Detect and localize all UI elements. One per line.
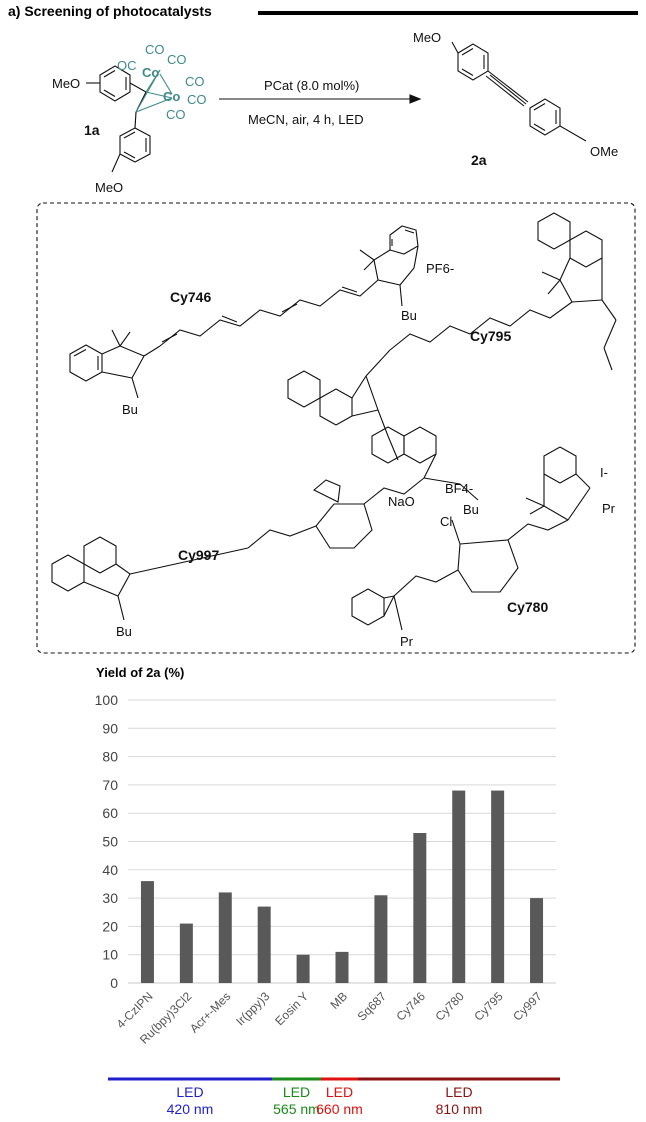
y-tick-label: 50 <box>102 834 118 850</box>
y-tick-label: 10 <box>102 947 118 963</box>
cy746-label: Cy746 <box>170 289 211 305</box>
gridlines <box>128 699 556 984</box>
bars <box>140 790 544 983</box>
bar-eosin-y <box>296 954 310 983</box>
led-band-wavelength: 810 nm <box>436 1101 483 1117</box>
x-tick-label: Cy780 <box>432 989 467 1024</box>
bar-4-czipn <box>140 881 154 983</box>
cy746-counterion: PF6- <box>426 261 454 276</box>
reactant-upper-ring <box>86 65 147 102</box>
y-tick-label: 60 <box>102 805 118 821</box>
led-band-wavelength: 565 nm <box>273 1101 320 1117</box>
led-band-label: LED <box>176 1084 203 1100</box>
bar-ru-bpy-3cl2 <box>179 923 193 983</box>
x-tick-label: Cy795 <box>471 989 506 1024</box>
led-band-wavelength: 660 nm <box>316 1101 363 1117</box>
led-band-label: LED <box>326 1084 353 1100</box>
cy795-nao: NaO <box>388 494 415 509</box>
cobalt-atom-1: Co <box>142 65 159 80</box>
x-tick-label: Cy746 <box>394 989 429 1024</box>
y-tick-label: 40 <box>102 862 118 878</box>
reactant-meo-top: MeO <box>52 76 80 91</box>
product-label: 2a <box>471 152 487 168</box>
x-tick-label: Eosin Y <box>272 989 311 1028</box>
cy997-bu-1: Bu <box>463 502 479 517</box>
y-tick-label: 80 <box>102 749 118 765</box>
cy795-structure <box>287 212 617 461</box>
reaction-arrow <box>219 94 422 104</box>
x-tick-label: Acr+-Mes <box>187 989 233 1035</box>
led-band-wavelength: 420 nm <box>167 1101 214 1117</box>
product-ome: OMe <box>590 144 618 159</box>
led-band-label: LED <box>283 1084 310 1100</box>
cy997-label: Cy997 <box>178 547 219 563</box>
co-ligand-4: CO <box>187 92 207 107</box>
product-structure <box>451 41 587 142</box>
y-tick-label: 0 <box>110 975 118 991</box>
y-tick-label: 90 <box>102 720 118 736</box>
co-ligand-2: CO <box>167 52 187 67</box>
cy997-counterion: BF4- <box>445 481 473 496</box>
cy997-structure <box>51 426 479 621</box>
x-tick-label: Sq687 <box>355 989 390 1024</box>
bar-mb <box>335 951 349 983</box>
co-ligand-1: CO <box>145 42 165 57</box>
led-band-label: LED <box>445 1084 472 1100</box>
cy746-structure <box>69 225 419 399</box>
x-tick-label: Ir(ppy)3 <box>233 989 272 1028</box>
x-tick-label: MB <box>327 989 350 1012</box>
y-tick-label: 100 <box>95 692 119 708</box>
reactant-lower-ring <box>111 111 151 173</box>
cy997-bu-2: Bu <box>116 624 132 639</box>
reactant-label: 1a <box>84 122 100 138</box>
bar-cy780 <box>452 790 466 983</box>
x-tick-label: Ru(bpy)3Cl2 <box>137 989 195 1047</box>
co-ligand-oc: OC <box>117 58 137 73</box>
product-meo: MeO <box>413 30 441 45</box>
cy746-bu-2: Bu <box>122 402 138 417</box>
cy780-pr-1: Pr <box>602 501 616 516</box>
cy780-counterion: I- <box>600 465 608 480</box>
bar-acr-mes <box>218 892 232 983</box>
bar-cy795 <box>491 790 505 983</box>
cy780-pr-2: Pr <box>400 634 414 649</box>
cy780-label: Cy780 <box>507 599 548 615</box>
catalyst-box <box>36 202 636 654</box>
cy780-structure <box>351 446 591 631</box>
y-tick-labels: 0 10 20 30 40 50 60 70 80 90 100 <box>95 692 119 991</box>
conditions-top: PCat (8.0 mol%) <box>264 78 359 93</box>
y-tick-label: 20 <box>102 918 118 934</box>
cy746-bu-1: Bu <box>401 308 417 323</box>
conditions-bottom: MeCN, air, 4 h, LED <box>248 112 364 127</box>
bar-cy997 <box>530 898 544 983</box>
y-tick-label: 70 <box>102 777 118 793</box>
co-ligand-3: CO <box>185 74 205 89</box>
bar-cy746 <box>413 833 427 983</box>
cy795-label: Cy795 <box>470 328 511 344</box>
x-tick-label: 4-CzIPN <box>114 989 156 1031</box>
reaction-scheme: MeO OC CO CO Co Co CO CO CO MeO 1a PCat … <box>36 30 636 654</box>
title-rule <box>258 11 638 15</box>
bar-ir-ppy-3 <box>257 906 271 983</box>
cobalt-cluster <box>135 69 173 113</box>
y-tick-label: 30 <box>102 890 118 906</box>
bar-sq687 <box>374 895 388 983</box>
reactant-meo-bottom: MeO <box>95 180 123 195</box>
co-ligand-5: CO <box>166 107 186 122</box>
figure-title: a) Screening of photocatalysts <box>8 3 212 19</box>
y-axis-label: Yield of 2a (%) <box>96 665 184 680</box>
x-tick-label: Cy997 <box>510 989 545 1024</box>
cobalt-atom-2: Co <box>163 89 180 104</box>
cy780-cl: Cl <box>440 514 452 529</box>
